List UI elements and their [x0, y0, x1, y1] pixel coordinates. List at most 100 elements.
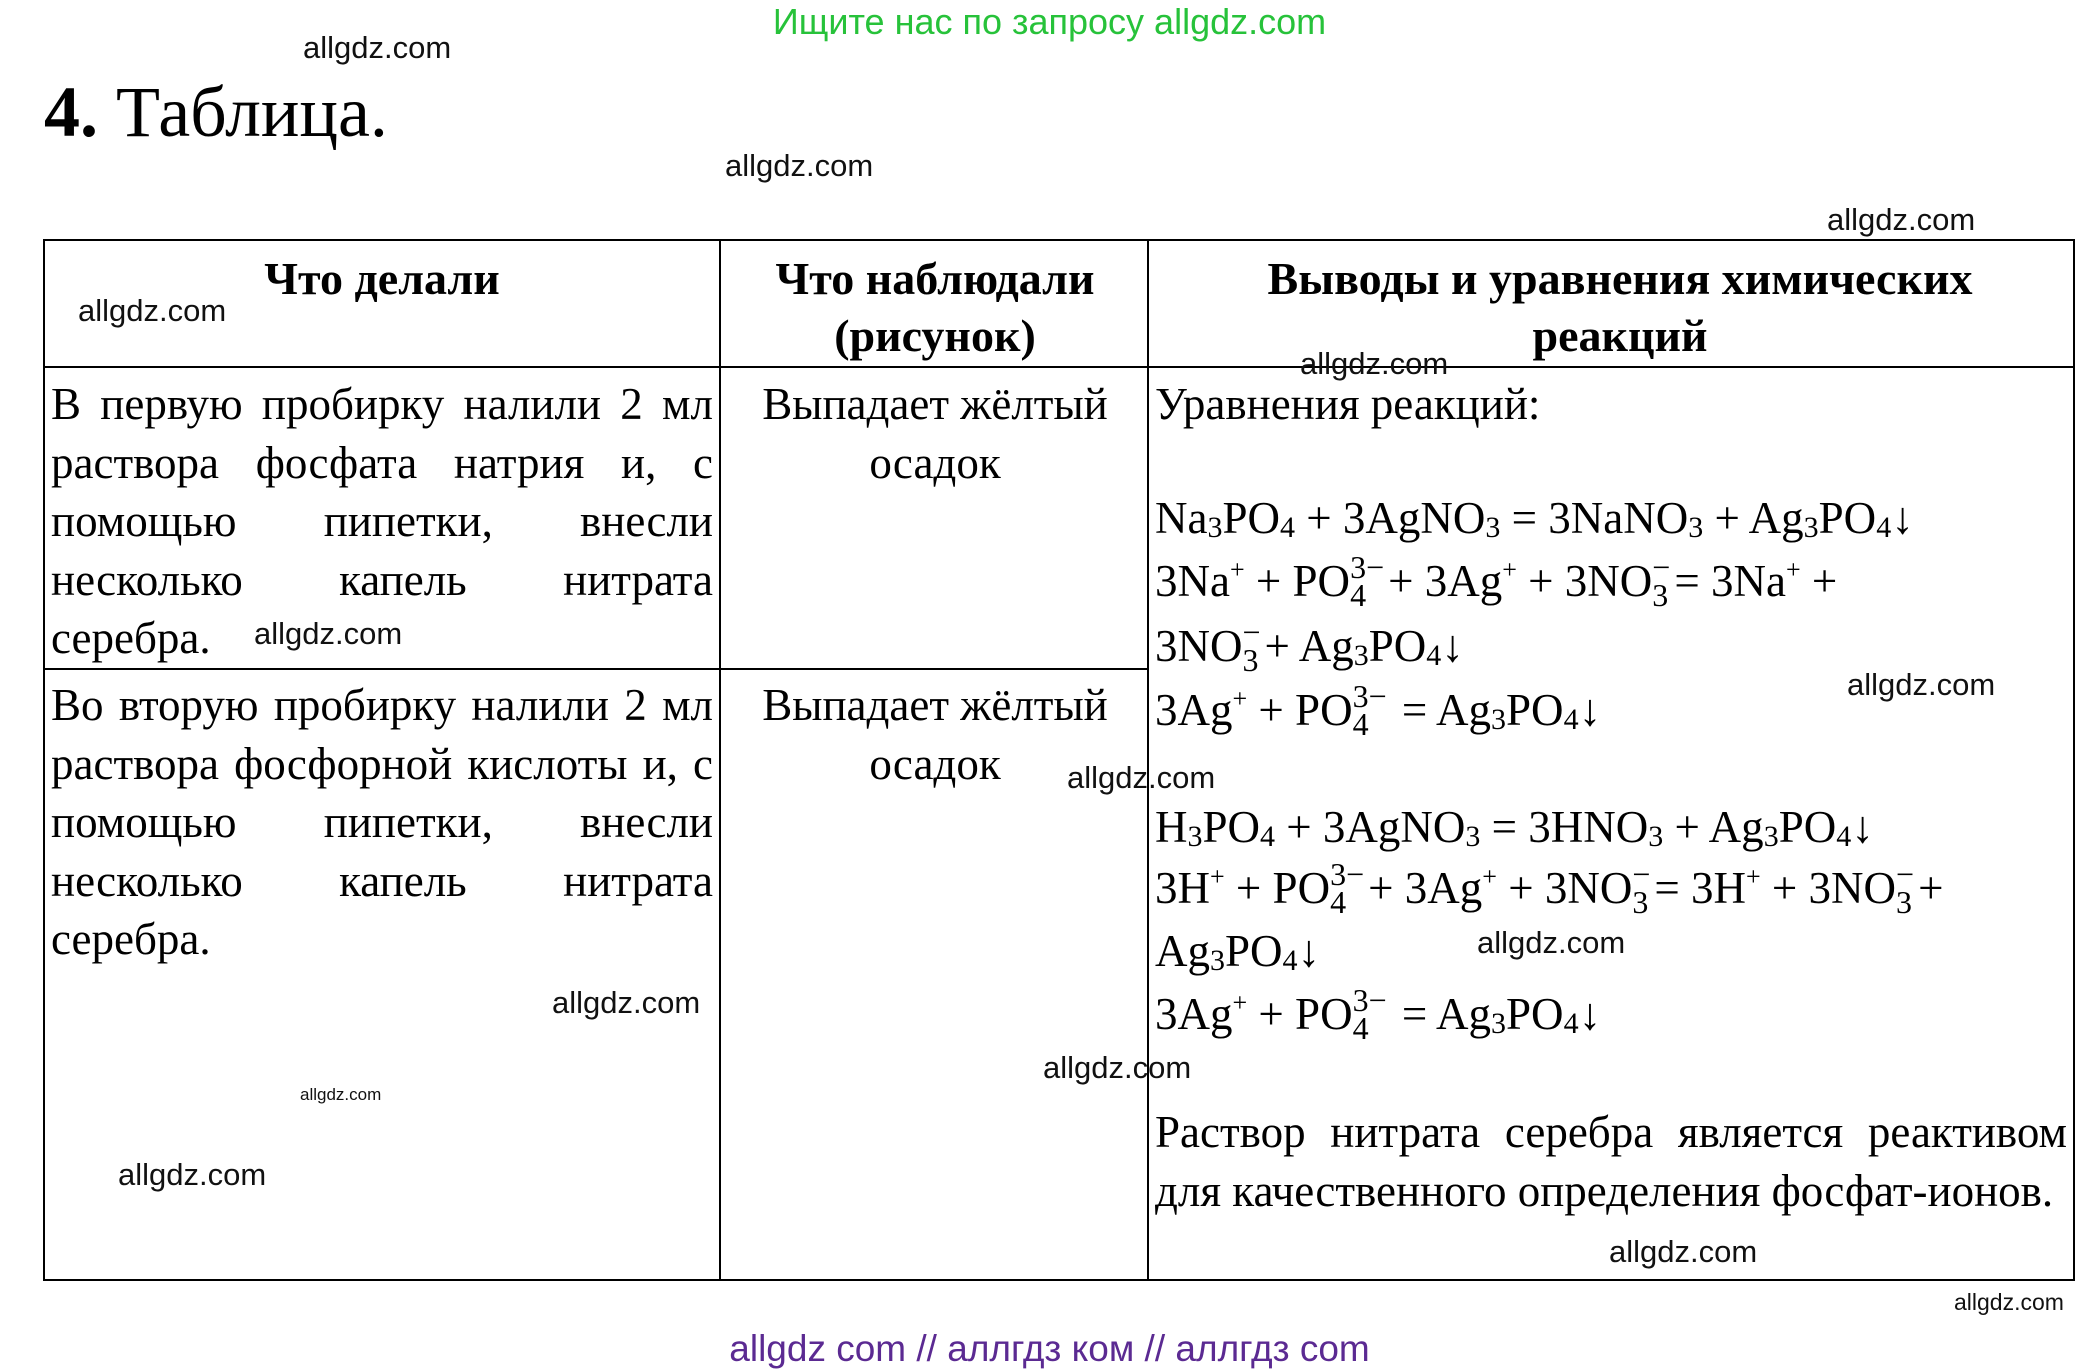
subscript: 3: [1207, 511, 1223, 544]
charge: −: [1652, 549, 1671, 585]
formula-text: +: [1800, 556, 1838, 606]
subscript: 3: [1763, 820, 1779, 853]
formula-text: + 3NO: [1516, 556, 1653, 606]
watermark: allgdz.com: [1954, 1289, 2064, 1315]
formula-text: 3H: [1155, 863, 1210, 913]
index: 3: [1896, 884, 1913, 920]
footer-watermark: allgdz com // аллгдз ком // аллгдз com: [729, 1328, 1370, 1369]
formula-text: ↓: [1578, 685, 1602, 735]
formula-text: + PO: [1244, 556, 1351, 606]
subscript: 3: [1353, 639, 1369, 672]
formula-text: = 3H: [1654, 863, 1746, 913]
index: 4: [1350, 577, 1367, 613]
subscript: 3: [1465, 820, 1481, 853]
formula-text: PO: [1778, 802, 1837, 852]
subscript: 3: [1187, 820, 1203, 853]
table-border-top: [43, 239, 2075, 241]
watermark: allgdz.com: [1477, 925, 1626, 960]
charge: 3−: [1352, 678, 1387, 714]
formula-text: 3Na: [1155, 556, 1230, 606]
formula-text: + PO: [1247, 685, 1353, 735]
formula-text: PO: [1818, 493, 1877, 543]
subscript: 4: [1282, 944, 1298, 977]
formula-text: 3NO: [1155, 621, 1243, 671]
superscript: +: [1210, 862, 1225, 891]
charge: 3−: [1352, 982, 1387, 1018]
header-what-did: Что делали: [264, 253, 500, 304]
superscript: +: [1746, 862, 1761, 891]
formula-text: + 3AgNO: [1275, 802, 1466, 852]
equation-line: Ag3PO4↓: [1155, 922, 1320, 980]
formula-text: = 3HNO: [1480, 802, 1649, 852]
title-text: Таблица.: [116, 72, 388, 152]
ion-charge: −3: [1632, 856, 1651, 920]
conclusion-text: Раствор нитрата серебра является реактив…: [1155, 1107, 2067, 1216]
formula-text: = 3NaNO: [1500, 493, 1689, 543]
formula-text: + 3AgNO: [1295, 493, 1486, 543]
subscript: 3: [1688, 511, 1704, 544]
ion-charge: −3: [1652, 549, 1671, 613]
formula-text: + 3NO: [1496, 863, 1633, 913]
subscript: 4: [1426, 639, 1442, 672]
ion-charge: 3−4: [1350, 551, 1384, 613]
subscript: 4: [1563, 1007, 1579, 1040]
subscript: 4: [1563, 703, 1579, 736]
subscript: 3: [1803, 511, 1819, 544]
formula-text: = Ag: [1390, 685, 1492, 735]
formula-text: ↓: [1441, 621, 1464, 671]
search-banner: Ищите нас по запросу allgdz.com: [772, 1, 1327, 42]
formula-text: ↓: [1891, 493, 1914, 543]
formula-text: ↓: [1578, 989, 1602, 1039]
formula-text: Ag: [1155, 926, 1210, 976]
superscript: +: [1232, 988, 1248, 1017]
formula-text: + Ag: [1264, 621, 1354, 671]
column-divider: [1147, 239, 1149, 1281]
formula-text: PO: [1506, 989, 1564, 1039]
row2-action: Во вторую пробирку налили 2 мл раствора …: [51, 680, 713, 964]
formula-text: PO: [1368, 621, 1427, 671]
superscript: +: [1232, 684, 1248, 713]
watermark: allgdz.com: [300, 1085, 382, 1104]
formula-text: Na: [1155, 493, 1208, 543]
subscript: 3: [1485, 511, 1501, 544]
ion-charge: −3: [1242, 614, 1261, 678]
superscript: +: [1502, 555, 1517, 584]
formula-text: + PO: [1224, 863, 1331, 913]
superscript: +: [1482, 862, 1497, 891]
watermark: allgdz.com: [1067, 760, 1216, 795]
formula-text: PO: [1225, 926, 1283, 976]
formula-text: + PO: [1247, 989, 1353, 1039]
subscript: 4: [1260, 820, 1276, 853]
formula-text: PO: [1222, 493, 1281, 543]
ion-charge: 3−4: [1352, 678, 1387, 740]
formula-text: +: [1918, 863, 1944, 913]
formula-text: 3Ag: [1155, 989, 1233, 1039]
index: 3: [1652, 577, 1669, 613]
formula-text: ↓: [1297, 926, 1321, 976]
index: 4: [1330, 884, 1347, 920]
ion-charge: 3−4: [1330, 858, 1364, 920]
watermark: allgdz.com: [1300, 346, 1449, 381]
formula-text: + 3Ag: [1388, 556, 1503, 606]
watermark: allgdz.com: [1609, 1234, 1758, 1269]
formula-text: H: [1155, 802, 1188, 852]
formula-text: + Ag: [1703, 493, 1804, 543]
watermark: allgdz.com: [78, 293, 227, 328]
watermark: allgdz.com: [725, 148, 874, 183]
watermark: allgdz.com: [552, 985, 701, 1020]
task-number: 4.: [44, 72, 98, 152]
equations-label: Уравнения реакций:: [1155, 379, 1541, 429]
header-observed: Что наблюдали (рисунок): [775, 253, 1095, 361]
charge: −: [1632, 856, 1651, 892]
subscript: 3: [1648, 820, 1664, 853]
equation-line: Na3PO4 + 3AgNO3 = 3NaNO3 + Ag3PO4↓: [1155, 489, 1914, 547]
subscript: 3: [1210, 944, 1225, 977]
ion-charge: 3−4: [1352, 982, 1387, 1046]
table-border-right: [2073, 239, 2075, 1281]
charge: −: [1242, 614, 1261, 650]
index: 4: [1352, 1010, 1369, 1046]
index: 3: [1242, 642, 1259, 678]
index: 3: [1632, 884, 1649, 920]
